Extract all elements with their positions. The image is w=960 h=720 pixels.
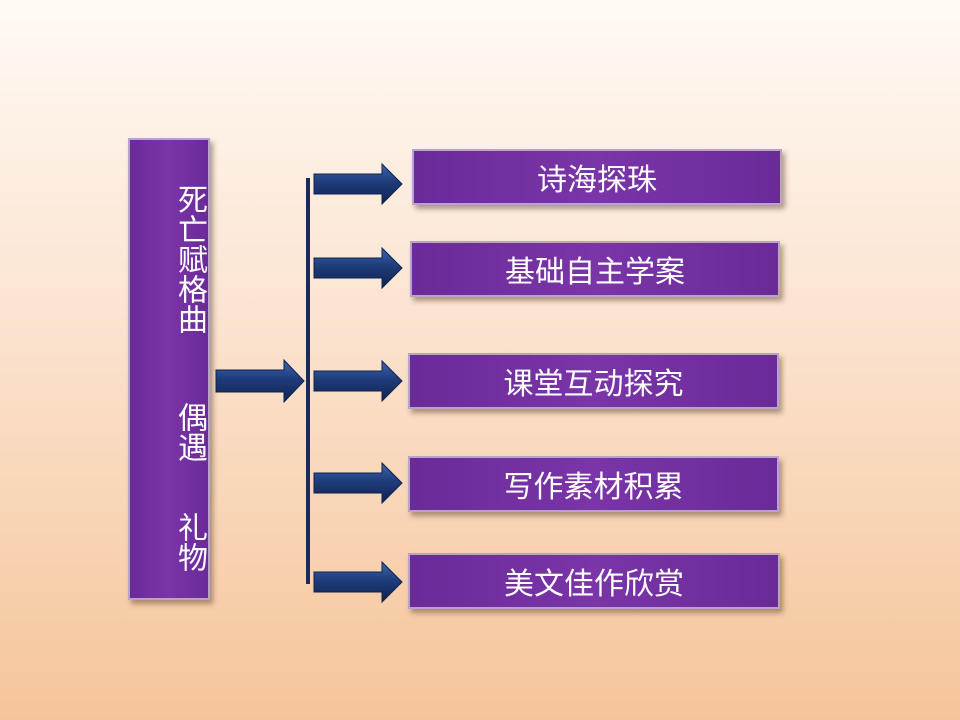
arrow-to-item-5 — [313, 560, 403, 604]
item-box-1[interactable]: 诗海探珠 — [412, 149, 782, 205]
item-label-4: 写作素材积累 — [503, 470, 684, 505]
arrow-to-item-4 — [313, 461, 403, 505]
main-arrow — [215, 358, 305, 404]
item-label-5: 美文佳作欣赏 — [504, 567, 684, 602]
arrow-to-item-3 — [313, 359, 403, 403]
item-box-4[interactable]: 写作素材积累 — [408, 456, 779, 512]
arrow-to-item-2 — [313, 246, 403, 290]
item-label-2: 基础自主学案 — [505, 255, 685, 290]
title-line-2: 偶遇 — [172, 402, 207, 462]
item-label-1: 诗海探珠 — [537, 163, 657, 198]
item-label-3: 课堂互动探究 — [503, 367, 684, 402]
title-line-3: 礼物 — [172, 512, 207, 572]
item-box-3[interactable]: 课堂互动探究 — [408, 353, 779, 409]
arrow-to-item-1 — [313, 162, 403, 206]
title-box: 死亡赋格曲 偶遇 礼物 — [128, 138, 210, 600]
item-box-2[interactable]: 基础自主学案 — [410, 241, 780, 297]
title-line-1: 死亡赋格曲 — [172, 184, 207, 334]
item-box-5[interactable]: 美文佳作欣赏 — [408, 553, 780, 609]
